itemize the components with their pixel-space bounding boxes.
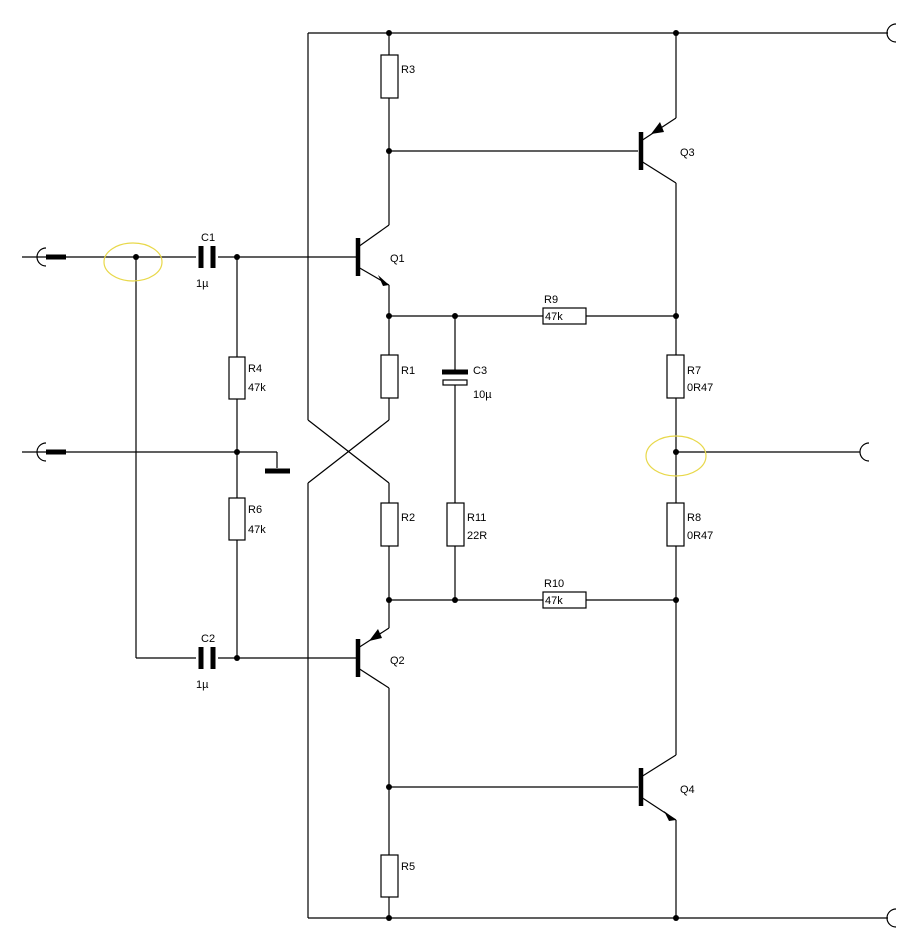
resistor-r10[interactable]: R10 47k bbox=[542, 578, 587, 609]
input-terminal-signal[interactable] bbox=[36, 247, 47, 267]
resistor-r9[interactable]: R9 47k bbox=[542, 294, 587, 325]
r5-label: R5 bbox=[401, 861, 415, 873]
resistor-r6[interactable]: R6 47k bbox=[228, 497, 266, 541]
terminals bbox=[36, 23, 897, 928]
transistor-q1[interactable]: Q1 bbox=[355, 238, 405, 286]
resistor-r8[interactable]: R8 0R47 bbox=[666, 502, 713, 547]
c3-label: C3 bbox=[473, 365, 487, 377]
c2-value: 1µ bbox=[196, 679, 209, 691]
supply-terminal-negative[interactable] bbox=[886, 908, 897, 928]
capacitor-c3[interactable]: C3 10µ bbox=[442, 365, 492, 401]
c1-value: 1µ bbox=[196, 278, 209, 290]
c3-value: 10µ bbox=[473, 389, 492, 401]
c2-label: C2 bbox=[201, 633, 215, 645]
r8-value: 0R47 bbox=[687, 530, 713, 542]
resistor-r4[interactable]: R4 47k bbox=[228, 356, 266, 400]
q1-label: Q1 bbox=[390, 253, 405, 265]
resistor-r2[interactable]: R2 bbox=[380, 502, 415, 547]
r2-label: R2 bbox=[401, 512, 415, 524]
junctions bbox=[133, 30, 679, 921]
r1-label: R1 bbox=[401, 365, 415, 377]
r11-label: R11 bbox=[467, 512, 486, 524]
r10-label: R10 bbox=[544, 578, 564, 590]
r7-label: R7 bbox=[687, 365, 701, 377]
highlight-output-node bbox=[645, 435, 707, 477]
resistor-r3[interactable]: R3 bbox=[380, 54, 415, 99]
c1-label: C1 bbox=[201, 232, 215, 244]
r7-value: 0R47 bbox=[687, 382, 713, 394]
transistor-q2[interactable]: Q2 bbox=[355, 629, 405, 677]
input-terminal-ground[interactable] bbox=[36, 442, 47, 462]
supply-terminal-positive[interactable] bbox=[886, 23, 897, 43]
r6-label: R6 bbox=[248, 504, 262, 516]
r6-value: 47k bbox=[248, 524, 266, 536]
transistor-q3[interactable]: Q3 bbox=[638, 122, 695, 170]
r8-label: R8 bbox=[687, 512, 701, 524]
resistor-r7[interactable]: R7 0R47 bbox=[666, 354, 713, 399]
capacitor-c2[interactable]: C2 1µ bbox=[196, 633, 216, 691]
resistor-r1[interactable]: R1 bbox=[380, 354, 415, 399]
resistor-r11[interactable]: R11 22R bbox=[446, 502, 487, 547]
resistor-r5[interactable]: R5 bbox=[380, 854, 415, 898]
r4-label: R4 bbox=[248, 363, 262, 375]
q3-label: Q3 bbox=[680, 147, 695, 159]
r4-value: 47k bbox=[248, 382, 266, 394]
capacitor-c1[interactable]: C1 1µ bbox=[196, 232, 216, 290]
r10-value: 47k bbox=[545, 595, 563, 607]
q2-label: Q2 bbox=[390, 655, 405, 667]
r3-label: R3 bbox=[401, 64, 415, 76]
wires bbox=[22, 32, 888, 919]
r9-label: R9 bbox=[544, 294, 558, 306]
q4-label: Q4 bbox=[680, 784, 695, 796]
r9-value: 47k bbox=[545, 311, 563, 323]
output-terminal[interactable] bbox=[859, 442, 870, 462]
transistor-q4[interactable]: Q4 bbox=[638, 768, 695, 821]
highlight-input-node bbox=[103, 242, 163, 282]
r11-value: 22R bbox=[467, 530, 487, 542]
